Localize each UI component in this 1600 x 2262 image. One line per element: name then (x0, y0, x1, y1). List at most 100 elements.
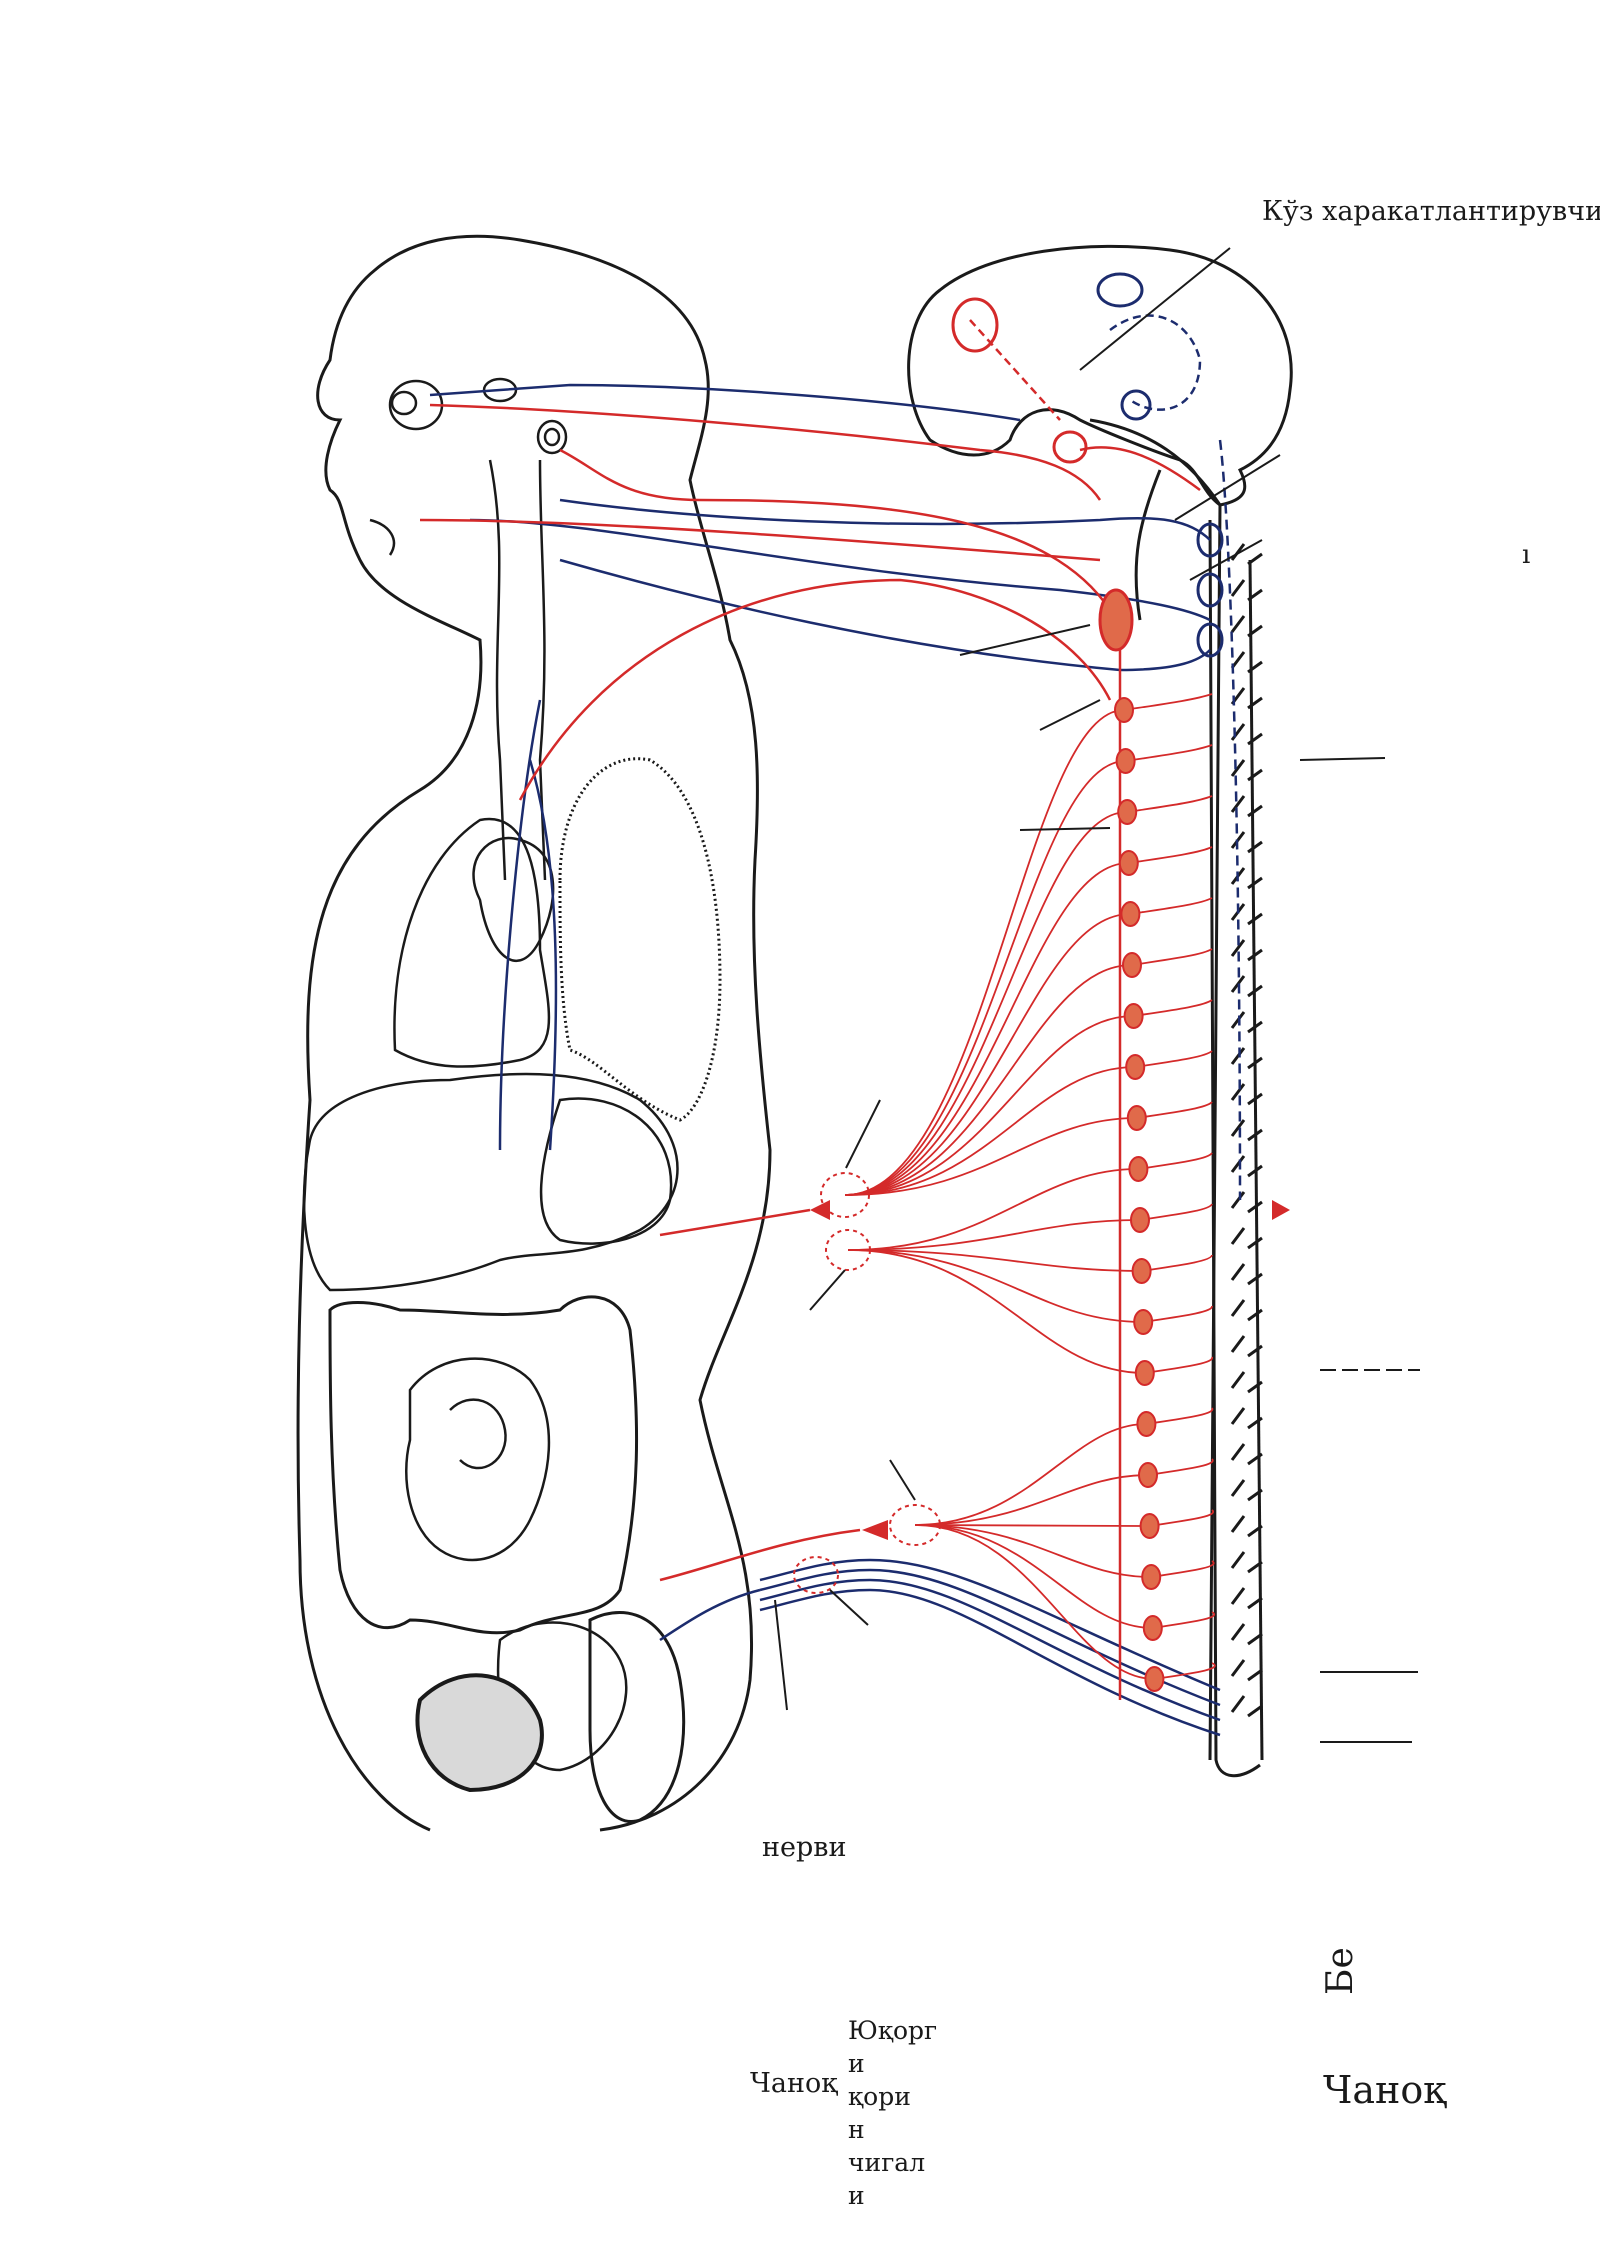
spinal-nerve-tick (1230, 1011, 1263, 1034)
spinal-nerve-tick (1230, 1443, 1263, 1466)
spinal-nerve-tick (1230, 1515, 1263, 1538)
spinal-nerve-tick (1230, 1119, 1263, 1142)
spinal-nerve-tick (1230, 723, 1263, 746)
label-stack-line: Юқорг (848, 2016, 938, 2045)
preganglionic-fiber (914, 1524, 1150, 1527)
ramus-fiber (1133, 999, 1213, 1017)
preganglionic-fiber (844, 1117, 1137, 1196)
spinal-nerve-tick (1230, 1551, 1263, 1574)
spinal-nerve-tick (1230, 1263, 1263, 1286)
spinal-nerve-tick (1230, 1155, 1263, 1178)
ramus-fiber (1136, 1101, 1213, 1119)
preganglionic-fiber (914, 1524, 1153, 1629)
trunk-ganglion (1126, 1105, 1147, 1131)
ramus-fiber (1128, 846, 1213, 864)
trunk-ganglion (1122, 952, 1142, 978)
preganglionic-fiber (844, 862, 1129, 1196)
trunk-ganglion (1130, 1207, 1150, 1233)
preganglionic-fiber (844, 811, 1128, 1196)
spinal-nerve-tick (1230, 1587, 1263, 1610)
spinal-nerve-tick (1230, 1047, 1263, 1070)
trunk-ganglion (1114, 697, 1134, 723)
trunk-ganglion (1138, 1462, 1158, 1488)
ramus-fiber (1147, 1458, 1214, 1476)
preganglionic-fiber (914, 1524, 1155, 1680)
left-lung (393, 817, 551, 1068)
label-upper-abdominal-plexus: Юқорг и қори н чигал и (848, 2014, 938, 2212)
spinal-nerve-tick (1230, 975, 1263, 998)
organs (302, 459, 722, 1823)
sympathetic-pathways (419, 319, 1201, 1700)
spinal-nerve-tick (1230, 795, 1263, 818)
spinal-cord (1208, 519, 1264, 1778)
spinal-nerve-tick (1230, 543, 1263, 566)
trunk-ganglion (1133, 1309, 1154, 1335)
spinal-nerve-tick (1230, 1695, 1263, 1718)
spinal-nerve-tick (1230, 1623, 1263, 1646)
trunk-ganglion (1125, 1054, 1146, 1080)
leader-lines (774, 247, 1420, 1743)
spinal-nerve-tick (1230, 687, 1263, 710)
ramus-fiber (1151, 1560, 1215, 1578)
spinal-nerve-tick (1230, 1479, 1263, 1502)
preganglionic-fiber (844, 760, 1126, 1196)
stomach (539, 1097, 673, 1245)
body-outline (296, 234, 772, 1832)
ramus-fiber (1141, 1254, 1213, 1272)
trunk-ganglion (1131, 1258, 1152, 1284)
ramus-fiber (1149, 1509, 1215, 1527)
label-pelvic-small: Чаноқ (750, 2068, 838, 2099)
trunk-ganglion (1139, 1513, 1160, 1539)
small-intestine (405, 1357, 551, 1562)
trunk-ganglion (1117, 799, 1138, 825)
sympathetic-trunk-ganglia (1114, 697, 1165, 1692)
pelvic-organ (415, 1673, 544, 1793)
spinal-nerve-tick (1230, 1227, 1263, 1250)
trunk-ganglion (1123, 1003, 1144, 1029)
trunk-ganglion (1134, 1360, 1155, 1386)
spinal-nerve-tick (1230, 651, 1263, 674)
spinal-nerve-tick (1230, 759, 1263, 782)
preganglionic-fiber (847, 1168, 1139, 1251)
ramus-fiber (1123, 693, 1213, 711)
label-nerve: нерви (762, 1832, 847, 1863)
spinal-nerve-tick (1230, 1335, 1263, 1358)
trunk-ganglion (1118, 850, 1139, 876)
preganglionic-fiber (844, 709, 1125, 1196)
sympathetic-centers (951, 297, 1134, 652)
preganglionic-fiber (847, 1219, 1141, 1251)
label-oculomotor: Кўз харакатлантирувчи (1262, 196, 1600, 227)
ramus-fiber (1143, 1305, 1213, 1323)
preganglionic-fiber (844, 1015, 1134, 1196)
trunk-ganglion (1120, 901, 1141, 927)
spinal-nerve-tick (1230, 1371, 1263, 1394)
preganglionic-fiber (844, 913, 1131, 1196)
label-stack-line: қори (848, 2082, 911, 2111)
ramus-fiber (1130, 897, 1213, 915)
ramus-fiber (1144, 1356, 1213, 1374)
ramus-fiber (1127, 795, 1213, 813)
ramus-fiber (1146, 1407, 1214, 1425)
parasympathetic-pathways (429, 314, 1242, 1737)
spinal-nerve-tick (1230, 615, 1263, 638)
spinal-nerve-tick (1230, 903, 1263, 926)
label-stack-line: н (848, 2115, 865, 2144)
preganglionic-fiber (844, 1066, 1136, 1196)
ganglion-arrows (810, 1200, 1290, 1540)
ramus-fiber (1135, 1050, 1213, 1068)
trunk-ganglion (1115, 748, 1136, 774)
trunk-ganglion (1136, 1411, 1157, 1437)
ramus-fiber (1131, 948, 1213, 966)
preganglionic-fiber (847, 1249, 1145, 1374)
spinal-nerve-tick (1230, 1083, 1263, 1106)
trunk-ganglion (1142, 1615, 1163, 1641)
ramus-fiber (1138, 1152, 1213, 1170)
ramus-fiber (1154, 1662, 1216, 1680)
spinal-nerve-tick (1230, 1659, 1263, 1682)
spinal-nerve-tick (1230, 579, 1263, 602)
brain-outline (907, 244, 1293, 1761)
large-intestine (328, 1295, 639, 1635)
trunk-ganglion (1128, 1156, 1149, 1182)
spinal-nerve-tick (1230, 939, 1263, 962)
